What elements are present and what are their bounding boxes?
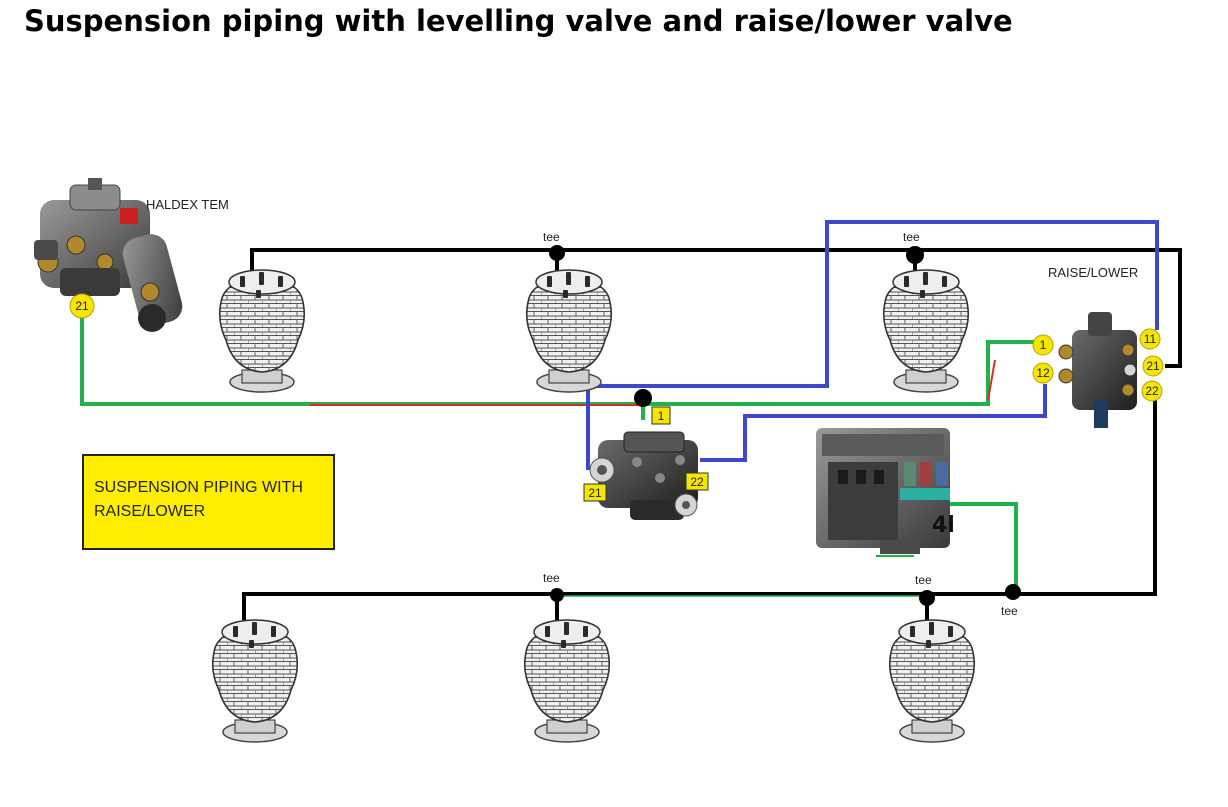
lv-port-21: 21 [588, 486, 602, 500]
supply-pipe [80, 318, 1035, 406]
tee-dot [1005, 584, 1021, 600]
note-line-1: SUSPENSION PIPING WITH [94, 479, 303, 496]
top-bag-pipe [250, 248, 1182, 368]
module-supply-pipe [920, 502, 1018, 592]
note-box: SUSPENSION PIPING WITH RAISE/LOWER [82, 454, 335, 550]
module-port-mark: 4l [932, 513, 955, 538]
lv-port-22: 22 [690, 475, 704, 489]
tee-dot [919, 590, 935, 606]
rl-port-11-badge [1139, 328, 1161, 350]
haldex-port-21: 21 [75, 299, 89, 313]
air-bag-top-middle [525, 269, 613, 393]
air-bag-top-left [218, 269, 306, 393]
red-trace [310, 359, 996, 406]
control-pipe-lower [700, 384, 1047, 462]
lv-port-22-badge [685, 472, 709, 491]
control-pipe-upper [586, 220, 1159, 470]
haldex-tem-valve [34, 178, 183, 332]
rl-port-1: 1 [1040, 338, 1047, 352]
tee-dot [634, 389, 652, 407]
haldex-port-21-badge [69, 293, 95, 319]
air-bag-bottom-left [211, 619, 299, 743]
tee-label: tee [543, 571, 560, 585]
tee-label: tee [915, 573, 932, 587]
air-bag-bottom-middle [523, 619, 611, 743]
rl-port-11: 11 [1144, 332, 1157, 346]
tee-dot [549, 245, 565, 261]
tee-label: tee [903, 230, 920, 244]
rl-port-12: 12 [1036, 366, 1050, 380]
tee-label: tee [1001, 604, 1018, 618]
haldex-label: HALDEX TEM [146, 197, 229, 212]
air-bag-bottom-right [888, 619, 976, 743]
raise-lower-valve [1058, 312, 1137, 428]
tee-label: tee [543, 230, 560, 244]
ebs-module [816, 428, 950, 557]
raise-lower-label: RAISE/LOWER [1048, 265, 1138, 280]
air-bag-top-right [882, 269, 970, 393]
rl-port-12-badge [1032, 362, 1054, 384]
rl-port-22: 22 [1145, 384, 1159, 398]
lv-port-21-badge [583, 483, 607, 502]
levelling-valve [589, 431, 698, 520]
page-title: Suspension piping with levelling valve a… [24, 4, 1013, 38]
tee-dot [550, 588, 564, 602]
lv-port-1: 1 [658, 409, 665, 423]
tee-dot [906, 246, 924, 264]
rl-port-22-badge [1141, 380, 1163, 402]
rl-port-21-badge [1142, 355, 1164, 377]
rl-port-1-badge [1032, 334, 1054, 356]
lv-port-1-badge [651, 406, 671, 425]
rl-port-21: 21 [1146, 359, 1160, 373]
note-line-2: RAISE/LOWER [94, 503, 206, 520]
bottom-bag-pipe [242, 392, 1157, 636]
